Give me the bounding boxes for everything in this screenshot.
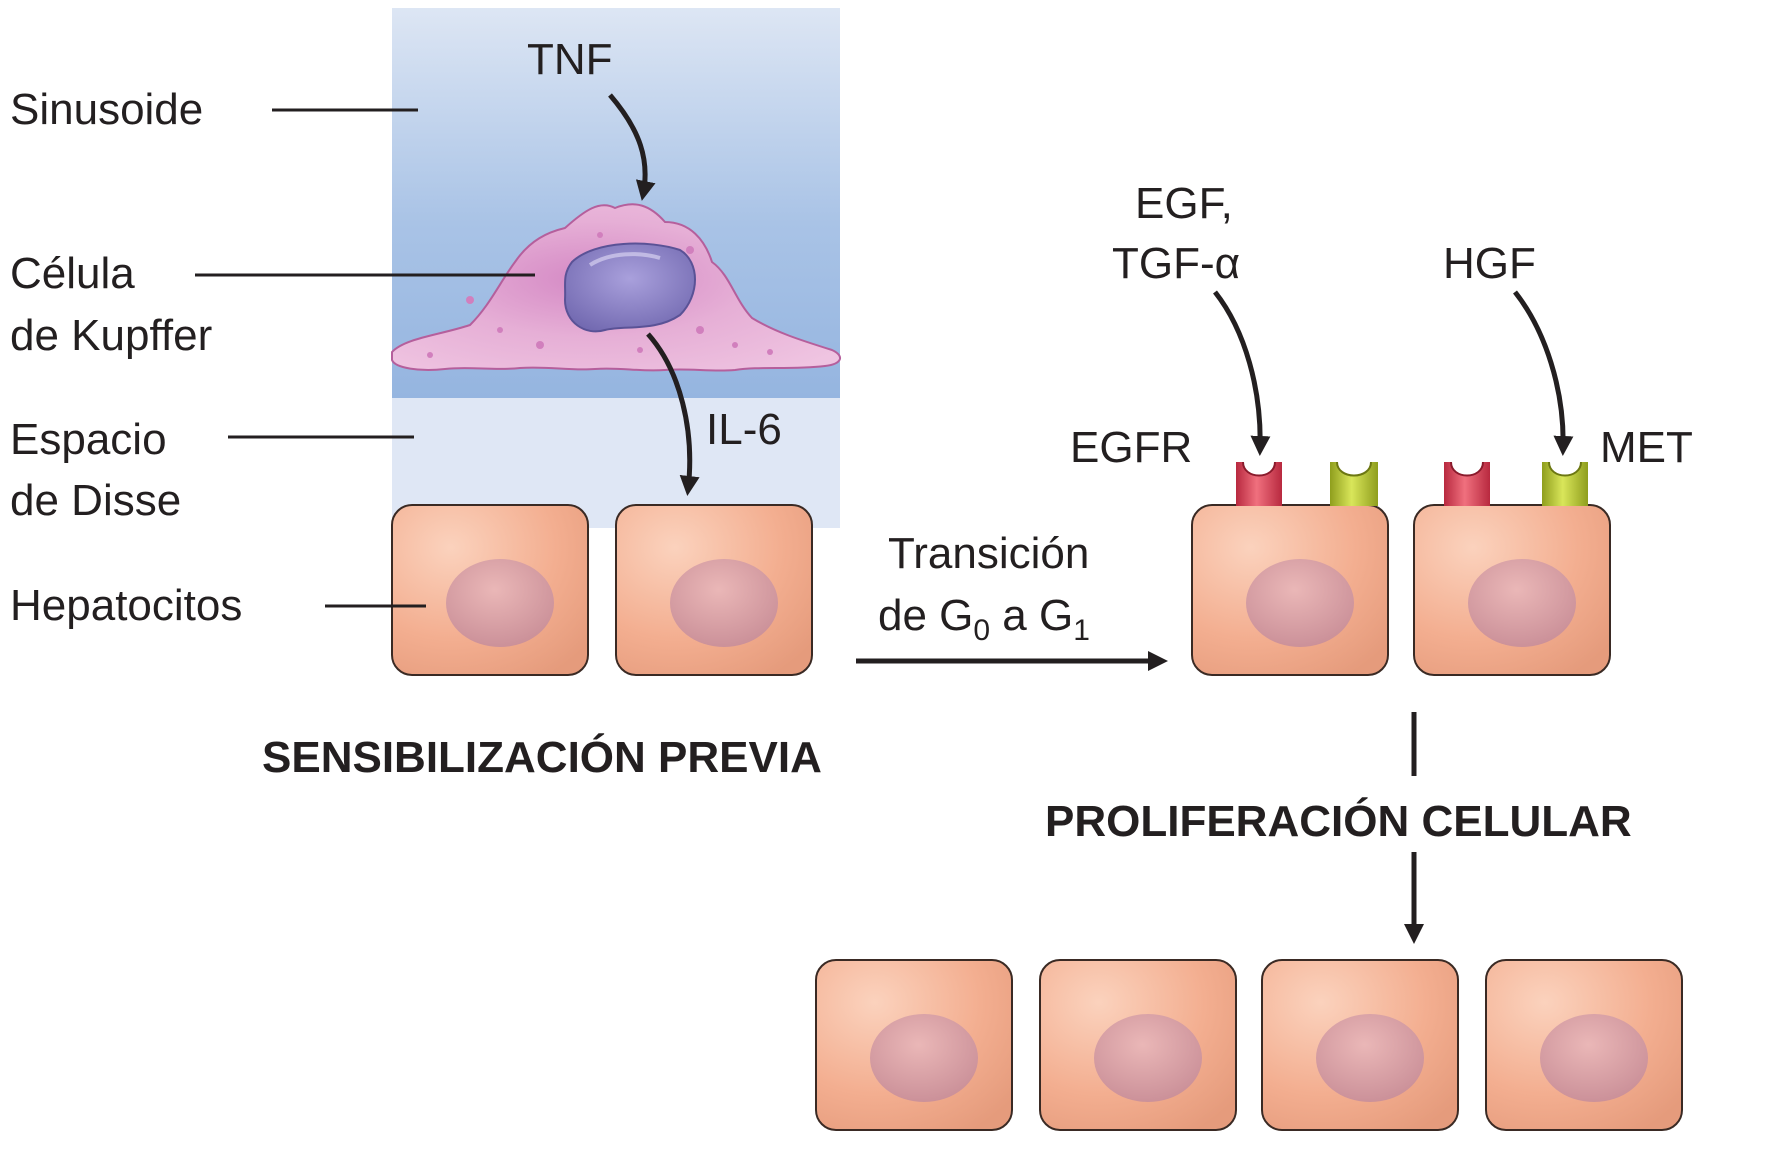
- label-tnf: TNF: [527, 35, 613, 84]
- label-celula-kupffer: Célula: [10, 249, 135, 298]
- label-hgf: HGF: [1443, 239, 1536, 288]
- kupffer-cell: [391, 203, 841, 372]
- hepatocyte: [615, 504, 813, 676]
- label-hepatocitos: Hepatocitos: [10, 581, 242, 630]
- met-receptor: [1542, 461, 1588, 506]
- label-egf: EGF,: [1135, 179, 1233, 228]
- label-il6: IL-6: [706, 405, 782, 454]
- label-sinusoide: Sinusoide: [10, 85, 203, 134]
- label-met: MET: [1600, 423, 1693, 472]
- il6-arrow: [646, 332, 700, 496]
- egf-arrow: [1213, 290, 1271, 456]
- egfr-receptor: [1444, 461, 1490, 506]
- label-tgf-alpha: TGF-α: [1112, 239, 1240, 288]
- tnf-arrow: [608, 93, 656, 201]
- hepatocyte: [815, 959, 1013, 1131]
- hepatocyte: [1261, 959, 1459, 1131]
- hepatocyte: [391, 504, 589, 676]
- label-proliferacion-celular: PROLIFERACIÓN CELULAR: [1045, 796, 1632, 846]
- hepatocyte: [1413, 504, 1611, 676]
- hepatocyte: [1039, 959, 1237, 1131]
- label-espacio-disse: Espacio: [10, 415, 167, 464]
- label-sensibilizacion-previa: SENSIBILIZACIÓN PREVIA: [262, 732, 822, 782]
- hepatocyte: [1191, 504, 1389, 676]
- egfr-receptor: [1236, 461, 1282, 506]
- label-celula-kupffer-2: de Kupffer: [10, 311, 212, 360]
- met-receptor: [1330, 461, 1378, 506]
- hepatocyte: [1485, 959, 1683, 1131]
- hgf-arrow: [1513, 290, 1574, 456]
- label-transicion: Transición: [888, 529, 1089, 578]
- label-egfr: EGFR: [1070, 423, 1192, 472]
- label-espacio-disse-2: de Disse: [10, 476, 181, 525]
- label-transicion-g0-g1: de G0 a G1: [878, 591, 1090, 647]
